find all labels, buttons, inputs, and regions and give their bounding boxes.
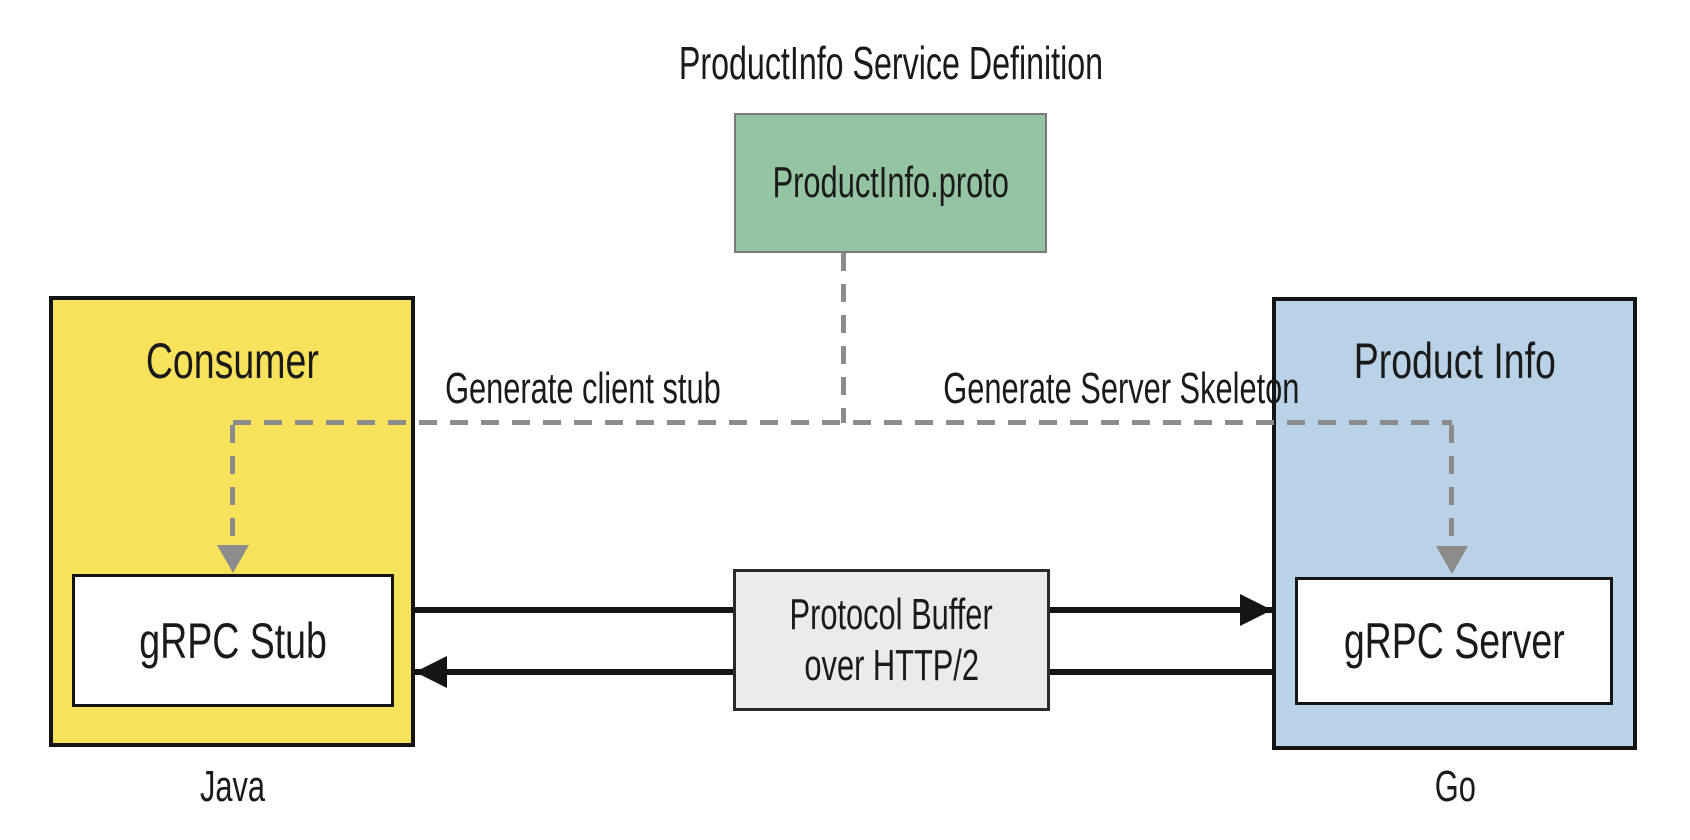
generate-client-stub-text: Generate client stub	[445, 364, 721, 413]
generate-server-skeleton-text: Generate Server Skeleton	[943, 364, 1300, 413]
diagram-title: ProductInfo Service Definition	[441, 40, 1341, 86]
grpc-stub-node: gRPC Stub	[72, 574, 394, 707]
transport-label-line1: Protocol Buffer	[789, 589, 994, 639]
generation-dashed-line	[233, 420, 1452, 425]
proto-file-label: ProductInfo.proto	[772, 158, 1009, 207]
proto-file-node: ProductInfo.proto	[734, 113, 1047, 253]
consumer-title-text: Consumer	[145, 333, 319, 389]
rpc-request-arrowhead-icon	[1240, 594, 1272, 626]
grpc-server-node: gRPC Server	[1295, 577, 1613, 705]
product-info-title-text: Product Info	[1353, 333, 1556, 389]
client-stub-arrowhead-icon	[217, 545, 249, 573]
generate-client-stub-label: Generate client stub	[383, 367, 783, 411]
generate-server-skeleton-label: Generate Server Skeleton	[867, 367, 1299, 411]
grpc-stub-label: gRPC Stub	[139, 612, 327, 669]
grpc-server-label: gRPC Server	[1343, 613, 1565, 669]
consumer-title: Consumer	[49, 336, 415, 386]
proto-drop-dashed-line	[841, 253, 846, 423]
server-skeleton-arrowhead-icon	[1436, 546, 1468, 574]
client-stub-drop-dashed-line	[230, 425, 235, 547]
transport-node: Protocol Buffer over HTTP/2	[733, 569, 1050, 711]
transport-label-line2: over HTTP/2	[804, 641, 979, 690]
rpc-response-arrowhead-icon	[415, 656, 447, 688]
server-language-text: Go	[1434, 762, 1476, 811]
server-skeleton-drop-dashed-line	[1449, 425, 1454, 547]
consumer-language-text: Java	[199, 762, 265, 811]
product-info-title: Product Info	[1272, 336, 1637, 386]
diagram-title-text: ProductInfo Service Definition	[678, 37, 1104, 89]
consumer-language-caption: Java	[32, 765, 432, 809]
server-language-caption: Go	[1255, 765, 1655, 809]
